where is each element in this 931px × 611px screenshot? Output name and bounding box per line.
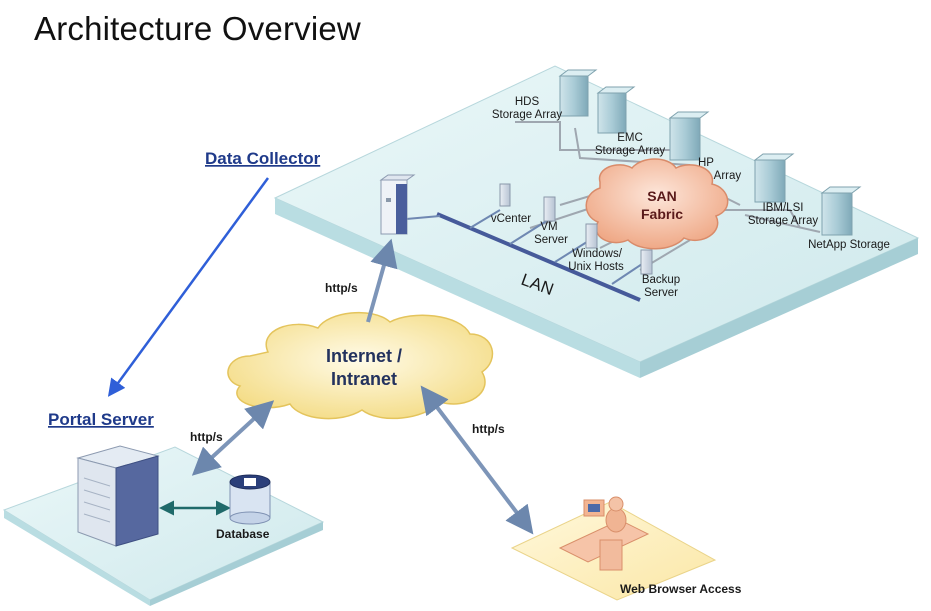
collector-to-portal-arrow: [107, 177, 270, 397]
backup-server-icon: [640, 249, 653, 275]
host-label-vm-2: Server: [534, 234, 568, 246]
portal-server-label: Portal Server: [48, 410, 154, 429]
host-label-backup-2: Server: [644, 287, 678, 299]
http-label-left: http/s: [190, 430, 223, 444]
http-label-right: http/s: [472, 422, 505, 436]
http-label-top: http/s: [325, 281, 358, 295]
san-label-2: Fabric: [641, 206, 683, 222]
page-title: Architecture Overview: [34, 10, 361, 47]
storage-label-netapp: NetApp Storage: [808, 239, 890, 251]
web-browser-label: Web Browser Access: [620, 582, 742, 596]
storage-label-emc-1: EMC: [617, 132, 643, 144]
storage-label-hp-1: HP: [698, 157, 714, 169]
san-label-1: SAN: [647, 188, 677, 204]
web-user-icon: [558, 496, 650, 571]
data-collector-label: Data Collector: [205, 149, 321, 168]
host-label-vm-1: VM: [540, 221, 557, 233]
host-label-hosts-1: Windows/: [572, 248, 623, 260]
internet-label-1: Internet /: [326, 346, 402, 366]
portal-platform: [2, 446, 325, 606]
database-icon: [229, 474, 271, 525]
host-label-vcenter: vCenter: [491, 213, 531, 225]
storage-array-icon: [820, 186, 862, 236]
storage-label-hds-2: Storage Array: [492, 109, 563, 121]
storage-array-icon: [668, 111, 710, 161]
database-label: Database: [216, 527, 270, 541]
data-collector-server-icon: [379, 174, 416, 235]
windows-unix-hosts-icon: [585, 223, 598, 249]
vm-server-icon: [543, 196, 556, 222]
internet-cloud: Internet / Intranet: [227, 311, 494, 420]
san-fabric-cloud: SAN Fabric: [585, 158, 729, 250]
host-label-backup-1: Backup: [642, 274, 680, 286]
internet-label-2: Intranet: [331, 369, 397, 389]
storage-array-icon: [558, 69, 598, 117]
storage-label-ibm-1: IBM/LSI: [763, 202, 804, 214]
storage-label-ibm-2: Storage Array: [748, 215, 819, 227]
host-label-hosts-2: Unix Hosts: [568, 261, 624, 273]
storage-array-icon: [753, 153, 795, 203]
storage-array-icon: [596, 86, 636, 134]
vcenter-server-icon: [499, 183, 511, 207]
portal-server-icon: [76, 445, 160, 547]
storage-label-hds-1: HDS: [515, 96, 540, 108]
storage-label-emc-2: Storage Array: [595, 145, 666, 157]
http-connectors: [191, 238, 534, 535]
